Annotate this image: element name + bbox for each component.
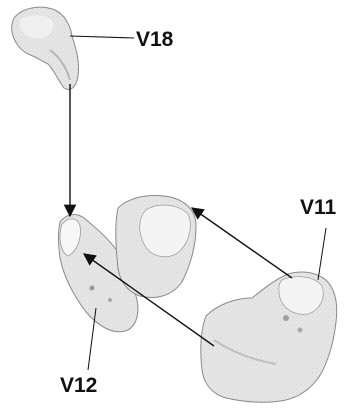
label-v12: V12 xyxy=(60,374,97,397)
label-v11: V11 xyxy=(300,196,337,219)
v11-leader-line xyxy=(318,228,326,280)
fragment-v11-joint xyxy=(116,196,196,298)
v18-leader-line xyxy=(70,36,134,38)
label-v18: V18 xyxy=(136,28,174,51)
fragment-v18 xyxy=(12,7,79,89)
fragment-v11 xyxy=(201,272,337,402)
arrow-v11-to-joint xyxy=(192,208,292,278)
